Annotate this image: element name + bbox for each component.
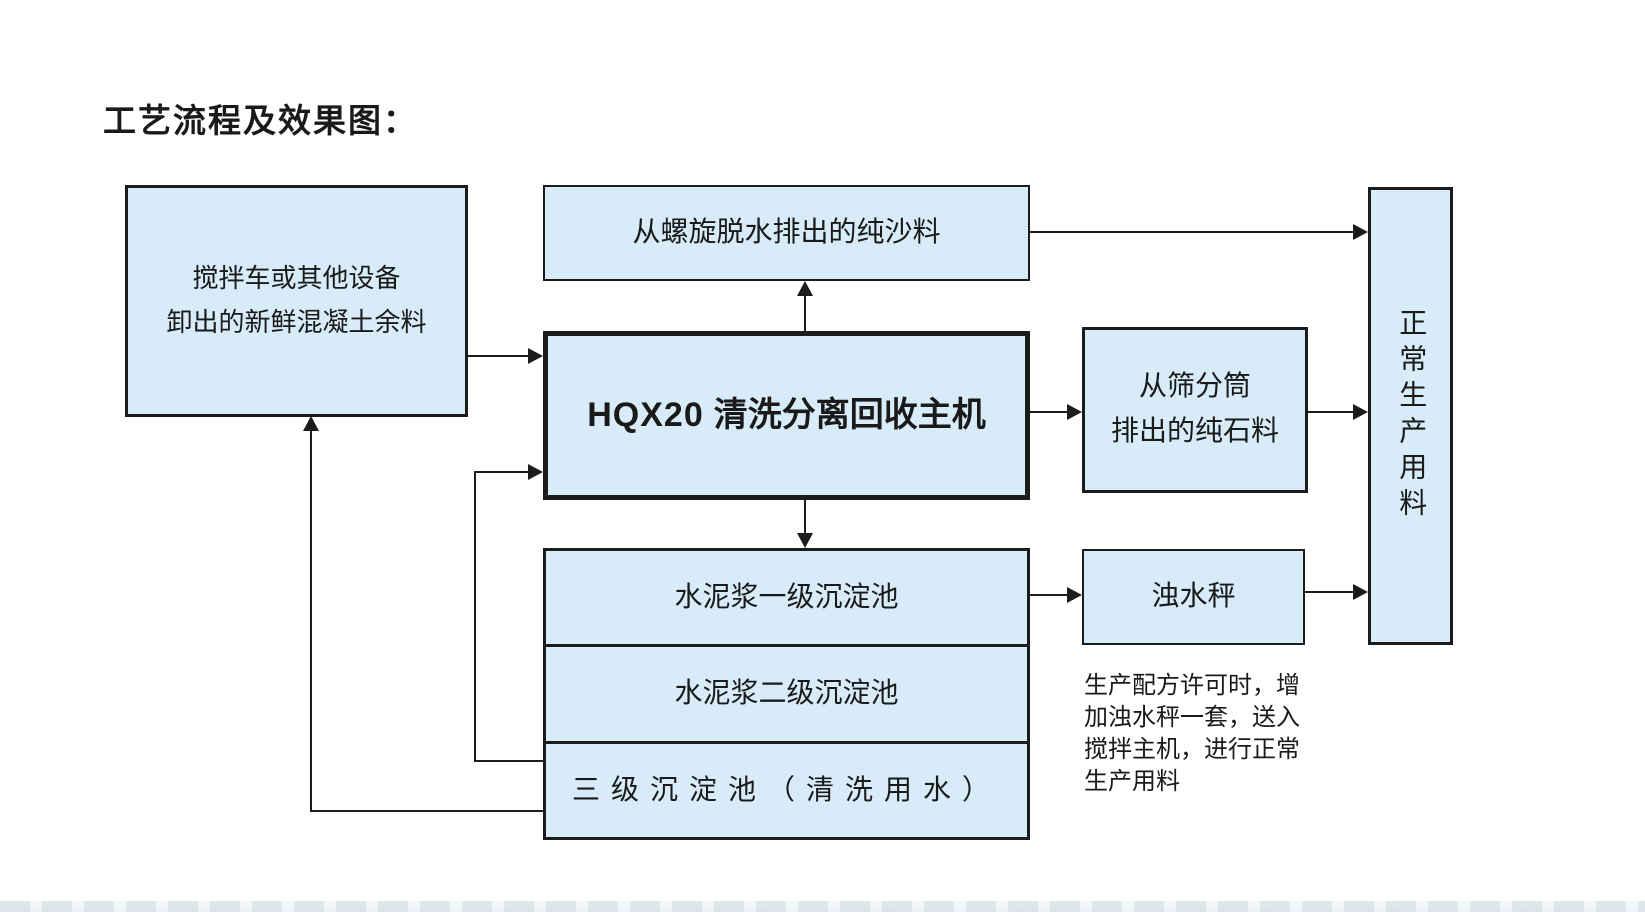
machine-model-code: HQX20 — [587, 395, 704, 434]
node-sediment-tank-3: 三级沉淀池（清洗用水） — [543, 741, 1030, 840]
node-sediment-tank-3-label: 三级沉淀池（清洗用水） — [571, 774, 1001, 806]
page-title: 工艺流程及效果图： — [103, 102, 418, 139]
node-pure-sand-label: 从螺旋脱水排出的纯沙料 — [632, 217, 941, 249]
node-normal-production: 正常生产用料 — [1368, 187, 1453, 645]
node-pure-stone: 从筛分筒 排出的纯石料 — [1082, 327, 1308, 493]
node-sediment-tank-1: 水泥浆一级沉淀池 — [543, 548, 1030, 647]
machine-name: 清洗分离回收主机 — [713, 396, 986, 434]
node-sediment-tank-2: 水泥浆二级沉淀池 — [543, 644, 1030, 744]
node-pure-sand: 从螺旋脱水排出的纯沙料 — [543, 185, 1030, 281]
node-turbid-water-scale-label: 浊水秤 — [1151, 581, 1236, 613]
note-turbid-water: 生产配方许可时，增 加浊水秤一套，送入 搅拌主机，进行正常 生产用料 — [1084, 673, 1300, 795]
node-pure-stone-label: 从筛分筒 排出的纯石料 — [1110, 371, 1279, 447]
node-normal-production-label: 正常生产用料 — [1395, 308, 1427, 524]
node-sediment-tank-2-label: 水泥浆二级沉淀池 — [674, 678, 899, 710]
cut-off-text-strip — [0, 901, 1645, 912]
node-turbid-water-scale: 浊水秤 — [1082, 549, 1305, 645]
node-sediment-tank-1-label: 水泥浆一级沉淀池 — [674, 581, 899, 613]
node-source-label: 搅拌车或其他设备 卸出的新鲜混凝土余料 — [166, 263, 427, 337]
node-source-material: 搅拌车或其他设备 卸出的新鲜混凝土余料 — [125, 185, 468, 417]
